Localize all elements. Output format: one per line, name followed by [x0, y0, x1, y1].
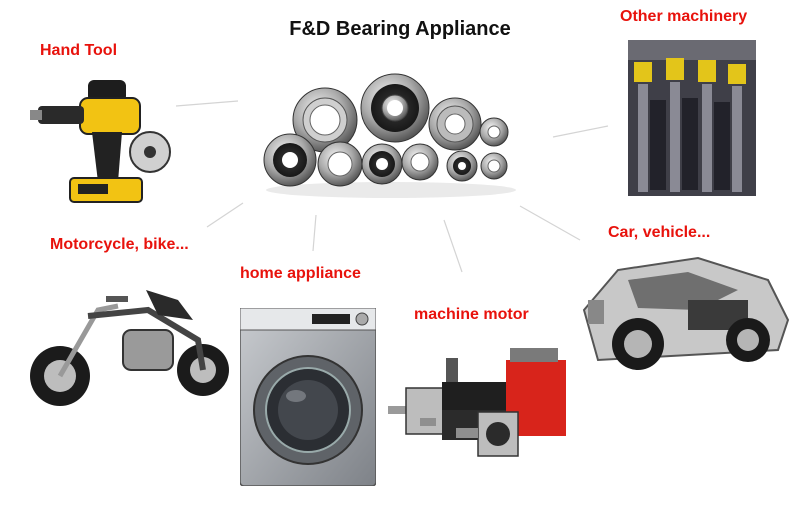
- machinery-icon: [628, 40, 756, 196]
- connector-car: [519, 205, 581, 241]
- bearings-icon: [263, 73, 516, 198]
- connector-appliance: [312, 214, 317, 252]
- servo-motor-icon: [388, 348, 566, 457]
- label-other-machinery: Other machinery: [620, 8, 748, 25]
- connector-motorcycle: [206, 202, 244, 228]
- label-home-appliance: home appliance: [240, 265, 361, 282]
- connector-hand-tool: [175, 100, 239, 107]
- connector-machinery: [552, 125, 609, 138]
- car-chassis-icon: [582, 256, 790, 370]
- label-car-vehicle: Car, vehicle...: [608, 224, 711, 241]
- connector-motor: [443, 219, 463, 273]
- label-motorcycle: Motorcycle, bike...: [50, 236, 189, 253]
- label-hand-tool: Hand Tool: [40, 42, 118, 59]
- label-machine-motor: machine motor: [414, 306, 529, 323]
- diagram-title: F&D Bearing Appliance: [289, 18, 511, 40]
- power-drill-icon: [30, 80, 171, 203]
- motorcycle-icon: [30, 290, 229, 406]
- washing-machine-icon: [240, 308, 376, 486]
